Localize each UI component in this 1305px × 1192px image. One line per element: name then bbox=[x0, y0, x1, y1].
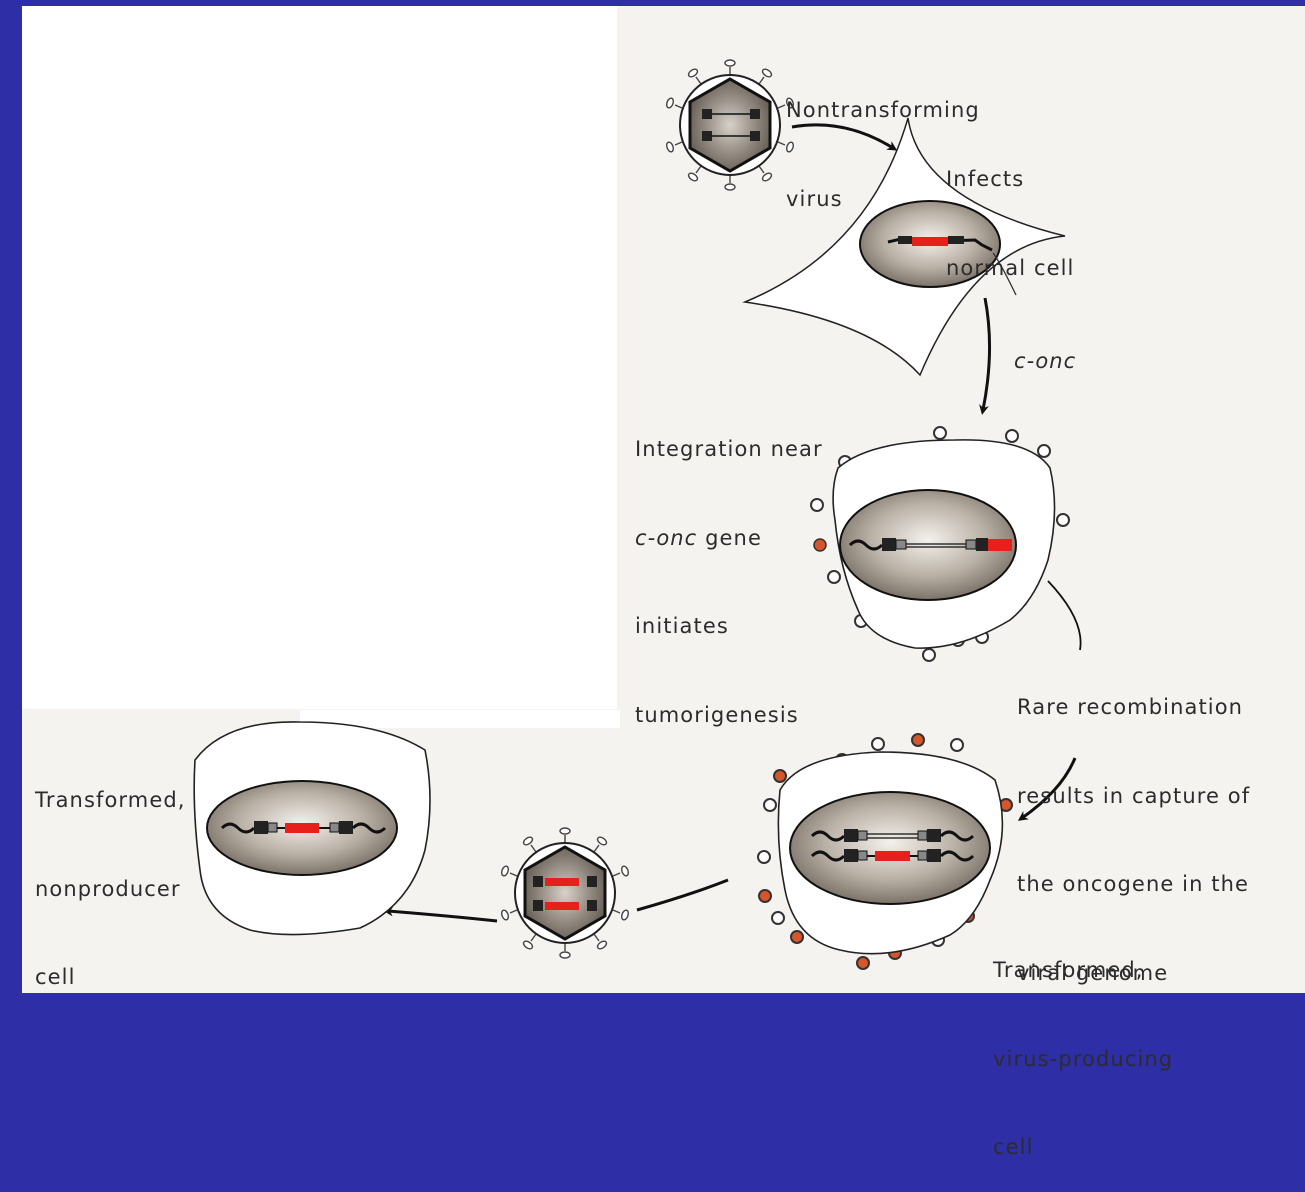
label-line: Transformed, bbox=[35, 786, 186, 816]
label-line: the oncogene in the bbox=[1017, 870, 1250, 900]
label-line: Infects bbox=[946, 165, 1075, 195]
label-nonproducer-cell: Transformed, nonproducer cell bbox=[35, 727, 186, 1022]
label-line: c-onc gene bbox=[635, 524, 823, 554]
white-panel-left bbox=[22, 6, 617, 709]
label-line: virus-producing bbox=[993, 1045, 1173, 1075]
label-line: c-onc bbox=[1014, 347, 1076, 377]
label-line: cell bbox=[993, 1133, 1173, 1163]
label-virus-producing-cell: Transformed, virus-producing cell bbox=[993, 897, 1173, 1192]
label-line: cell bbox=[35, 963, 186, 993]
label-infects-normal-cell: Infects normal cell bbox=[946, 106, 1075, 313]
label-line: initiates bbox=[635, 612, 823, 642]
label-line: nonproducer bbox=[35, 875, 186, 905]
nonproducer-cell bbox=[194, 722, 430, 935]
label-line: normal cell bbox=[946, 254, 1075, 284]
figure: Nontransforming virus Infects normal cel… bbox=[0, 0, 1305, 993]
label-integration: Integration near c-onc gene initiates tu… bbox=[635, 376, 823, 760]
label-line: Transformed, bbox=[993, 956, 1173, 986]
c-onc-italic: c-onc bbox=[635, 526, 697, 550]
label-line: results in capture of bbox=[1017, 782, 1250, 812]
label-line: tumorigenesis bbox=[635, 701, 823, 731]
label-c-onc: c-onc bbox=[1014, 288, 1076, 406]
label-line: Integration near bbox=[635, 435, 823, 465]
label-line: Rare recombination bbox=[1017, 693, 1250, 723]
